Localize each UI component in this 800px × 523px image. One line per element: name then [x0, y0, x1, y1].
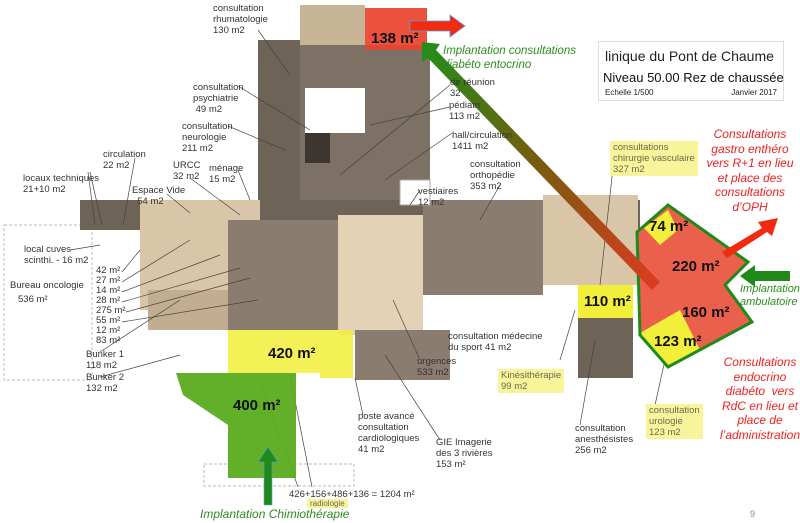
label-medecine-sport: consultation médecine du sport 41 m2 [448, 331, 543, 353]
label-radiologie: radiologie [307, 499, 348, 508]
label-chirurgie-vasculaire: consultations chirurgie vasculaire 327 m… [610, 141, 698, 176]
zone-123 [640, 310, 700, 366]
date-text: Janvier 2017 [731, 88, 777, 97]
note-gastro: Consultations gastro enthéro vers R+1 en… [706, 127, 794, 214]
gradient-arrow [422, 42, 660, 290]
scale-text: Echelle 1/500 [605, 88, 654, 97]
page-number: 9 [750, 509, 756, 519]
anesthesia-block [578, 318, 633, 378]
label-menage: ménage 15 m2 [209, 163, 244, 185]
label-radiologie-sum: 426+156+486+136 = 1204 m² [289, 489, 415, 500]
red-arrow-right [409, 14, 466, 38]
cardio-block [355, 330, 450, 380]
note-diabeto-implantation: Implantation consultations diabéto entoc… [443, 45, 576, 71]
central-block [228, 220, 338, 330]
label-bunker-2: Bunker 2 132 m2 [86, 372, 125, 394]
note-chimiotherapie: Implantation Chimiothérapie [200, 507, 350, 521]
zone-outline-green [635, 203, 755, 369]
level-title: Niveau 50.00 Rez de chaussée [603, 70, 784, 85]
east-block [423, 200, 543, 295]
zone-420 [228, 330, 353, 378]
label-oncology-rooms: 42 m² 27 m² 14 m² 28 m² 275 m² 55 m² 12 … [96, 265, 126, 346]
green-arrow-up [257, 446, 279, 506]
zone-label-160: 160 m² [682, 304, 730, 321]
label-oncologie-area: 536 m² [18, 294, 48, 305]
zone-label-420: 420 m² [268, 345, 316, 362]
zone-label-220: 220 m² [672, 258, 720, 275]
bunkers [148, 290, 228, 330]
label-bureau-oncologie: Bureau oncologie [10, 280, 84, 291]
zone-110 [578, 285, 633, 318]
vascular-block [543, 195, 638, 285]
label-neurologie: consultation neurologie 211 m2 [182, 121, 233, 154]
clinic-name: linique du Pont de Chaume [605, 48, 774, 64]
north-block [300, 5, 365, 50]
title-block: linique du Pont de Chaume Niveau 50.00 R… [598, 41, 784, 101]
green-arrow-left [740, 265, 790, 287]
label-gie-imagerie: GIE Imagerie des 3 rivières 153 m² [436, 437, 493, 470]
label-local-cuves: local cuves scinthi. - 16 m2 [24, 244, 89, 266]
label-bunker-1: Bunker 1 118 m2 [86, 349, 125, 371]
zone-label-138: 138 m² [371, 30, 419, 47]
label-rhumatologie: consultation rhumatologie 130 m2 [213, 3, 268, 36]
oncology-outline [3, 224, 93, 381]
note-endocrino: Consultations endocrino diabéto vers RdC… [720, 355, 800, 442]
label-pediatrie: pédiatri 113 m2 [449, 100, 481, 122]
label-urologie: consultation urologie 123 m2 [646, 404, 703, 439]
zone-74 [644, 210, 678, 245]
label-hall-circulation: hall/circulation 1411 m2 [452, 130, 513, 152]
label-locaux-techniques: locaux techniques 21+10 m2 [23, 173, 100, 195]
zone-label-110: 110 m² [584, 293, 631, 310]
zone-label-123: 123 m² [654, 333, 702, 350]
label-poste-avance: poste avancé consultation cardiologiques… [358, 411, 420, 455]
label-espace-vide: Espace Vide 54 m2 [132, 185, 186, 207]
label-psychiatrie: consultation psychiatrie 49 m2 [193, 82, 244, 115]
label-kinesitherapie: Kinésithérapie 99 m2 [498, 369, 565, 393]
zone-label-74: 74 m² [649, 218, 689, 235]
label-orthopedie: consultation orthopédie 353 m2 [470, 159, 521, 192]
zone-label-400: 400 m² [233, 397, 281, 414]
label-anesthesistes: consultation anesthésistes 256 m2 [575, 423, 634, 456]
label-salle-reunion: de réunion 32 [450, 77, 495, 99]
note-ambulatoire: Implantation ambulatoire [740, 283, 800, 308]
red-arrow-up-right [722, 218, 778, 258]
label-vestiaires: vestiaires 12 m2 [418, 186, 459, 208]
dark-room [305, 133, 330, 163]
stair [399, 179, 431, 206]
label-circulation: circulation 22 m2 [103, 149, 146, 171]
label-urgences: urgences 533 m2 [417, 356, 457, 378]
courtyard [305, 88, 365, 133]
emergency-block [338, 215, 423, 335]
label-urcc: URCC 32 m2 [173, 160, 201, 182]
